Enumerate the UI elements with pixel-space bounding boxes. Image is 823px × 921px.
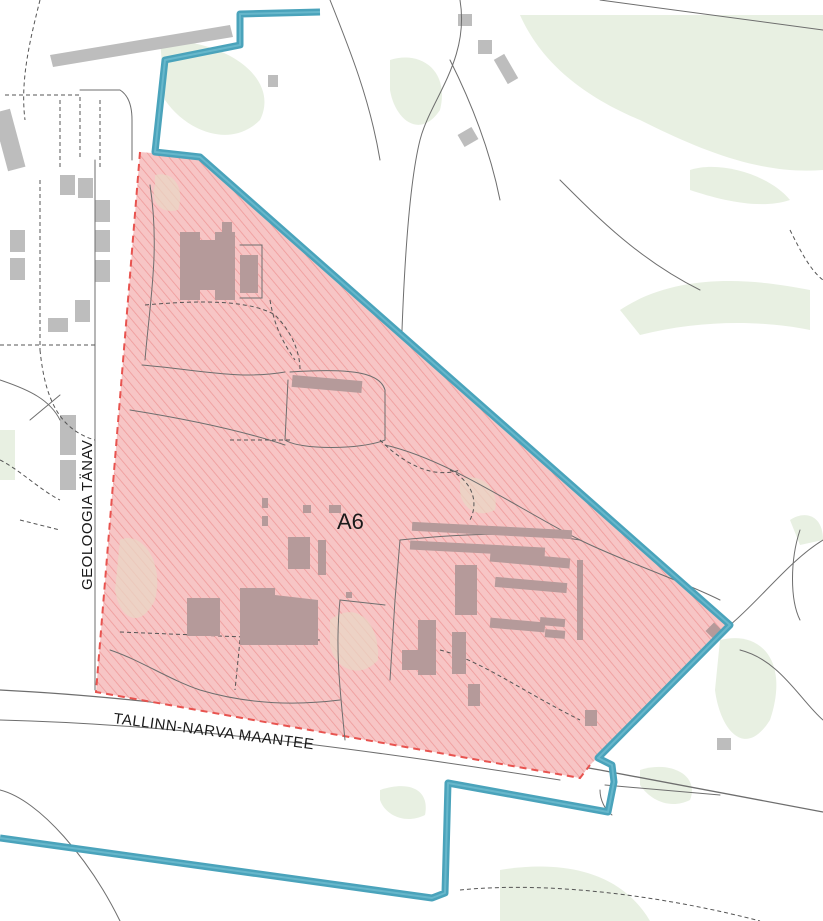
planning-boundary-inner <box>0 11 731 899</box>
zone-a6-dashed-edge <box>94 151 591 780</box>
zone-vegetation <box>115 174 496 671</box>
street-label-geoloogia: GEOLOOGIA TÄNAV <box>79 440 96 590</box>
zone-buildings <box>180 222 723 726</box>
vegetation-areas <box>0 15 823 921</box>
zone-label-a6: A6 <box>337 509 364 534</box>
